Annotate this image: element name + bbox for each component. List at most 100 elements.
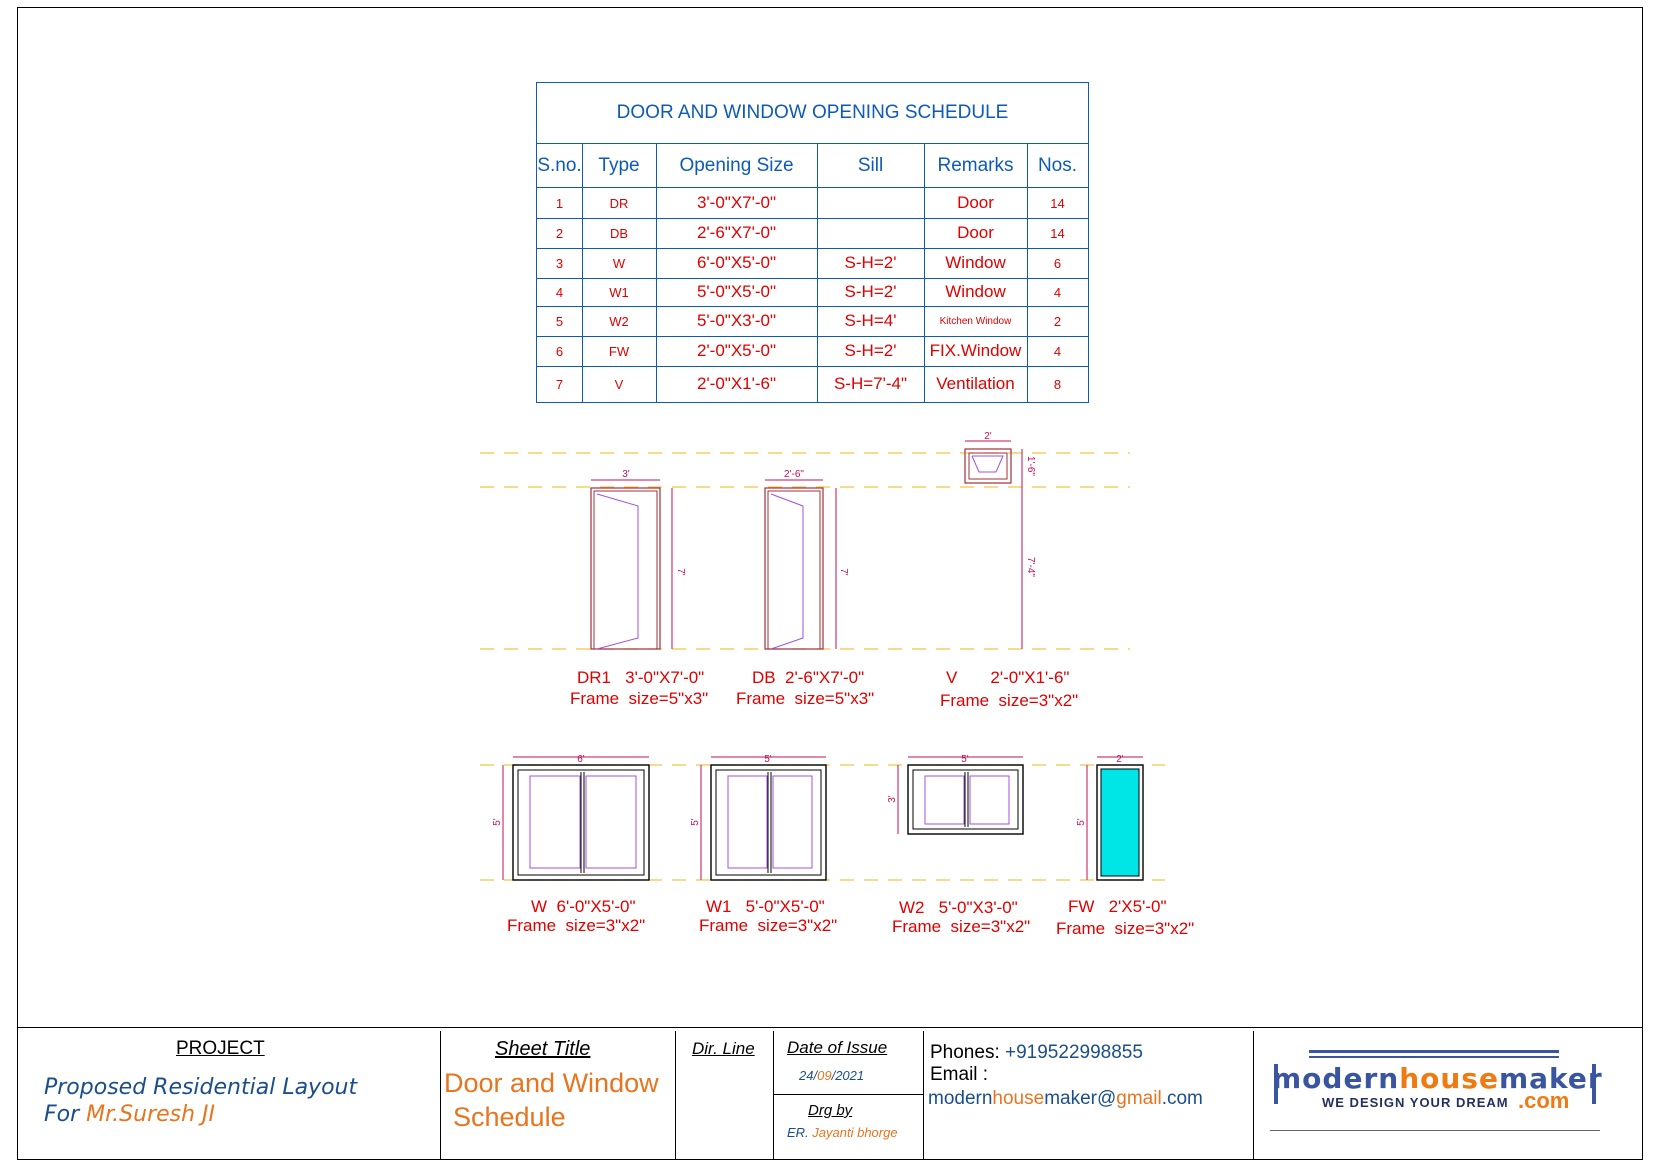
dim-w-height: 5' [492,818,503,826]
drawing-sheet-border [17,7,1643,1160]
issue-date: 24/09/2021 [799,1068,865,1083]
caption-w: W 6'-0"X5'-0" [531,897,636,916]
cell-remarks: Door [957,193,994,212]
cell-type: DB [609,225,629,241]
header-remarks: Remarks [924,144,1027,188]
dim-db-width: 2'-6" [784,469,804,480]
caption-w2-frame: Frame size=3"x2" [892,917,1031,936]
caption-w1-frame: Frame size=3"x2" [699,916,838,935]
dim-dr-height: 7' [675,568,686,576]
dim-v-width: 2' [984,431,992,442]
caption-fw: FW 2'X5'-0" [1068,897,1167,916]
phone-number: +919522998855 [1005,1042,1143,1063]
dim-w1-width: 5' [764,754,772,765]
cell-nos: 14 [1050,195,1065,211]
drawn-by: ER. Jayanti bhorge [787,1125,898,1140]
cell-remarks: Window [945,253,1006,272]
cell-sno: 7 [555,376,564,392]
logo-com: .com [1518,1088,1570,1113]
project-label: PROJECT [176,1038,265,1059]
window-w-elevation [502,756,650,881]
dim-db-height: 7' [838,568,849,576]
cell-remarks: Door [957,223,994,242]
cell-remarks: Window [945,282,1006,301]
caption-db-frame: Frame size=5"x3" [736,689,875,708]
dim-w2-width: 5' [961,754,969,765]
cell-sill: S-H=2' [844,341,897,360]
sheet-title-line-2: Schedule [453,1102,566,1132]
cell-type: W1 [609,284,629,300]
cell-nos: 8 [1053,376,1062,392]
cell-type: FW [608,343,630,359]
dim-w1-height: 5' [690,818,701,826]
cell-nos: 6 [1053,255,1062,271]
header-type: Type [582,144,656,188]
caption-w2: W2 5'-0"X3'-0" [899,898,1018,917]
cell-size: 3'-0"X7'-0" [696,193,777,212]
drawn-by-label: Drg by [808,1102,853,1119]
window-w2-elevation [897,756,1024,835]
header-sno: S.no. [537,144,582,188]
dim-v-height: 1'-6" [1025,456,1036,476]
cell-sno: 3 [555,255,564,271]
header-opening-size: Opening Size [656,144,817,188]
dim-dr-width: 3' [622,469,630,480]
fixed-window-fw-elevation [1086,756,1144,881]
caption-v: V 2'-0"X1'-6" [946,668,1070,687]
cell-sill: S-H=2' [844,282,897,301]
caption-db: DB 2'-6"X7'-0" [752,668,865,687]
company-logo: modernhousemaker WE DESIGN YOUR DREAM .c… [1272,1050,1602,1115]
header-nos: Nos. [1027,144,1088,188]
header-sill: Sill [817,144,924,188]
cell-sno: 2 [555,225,564,241]
dim-w-width: 6' [577,754,585,765]
cell-sno: 4 [555,284,564,300]
cell-size: 5'-0"X5'-0" [696,282,777,301]
dim-fw-height: 5' [1076,818,1087,826]
project-line-2: For Mr.Suresh JI [44,1102,216,1127]
cell-type: W [612,255,626,271]
cell-size: 2'-0"X1'-6" [696,374,777,393]
caption-dr-frame: Frame size=5"x3" [570,689,709,708]
cell-remarks: Ventilation [936,374,1015,393]
cell-size: 2'-0"X5'-0" [696,341,777,360]
dim-w2-height: 3' [887,795,898,803]
cell-sno: 5 [555,313,564,329]
cell-nos: 4 [1053,343,1062,359]
cell-nos: 2 [1053,313,1062,329]
dir-line-label: Dir. Line [692,1039,755,1058]
cell-size: 2'-6"X7'-0" [696,223,777,242]
project-line-1: Proposed Residential Layout [44,1075,358,1100]
caption-dr: DR1 3'-0"X7'-0" [577,668,705,687]
cell-sno: 6 [555,343,564,359]
window-w1-elevation [700,756,827,881]
door-db-elevation [764,479,837,650]
caption-fw-frame: Frame size=3"x2" [1056,919,1195,938]
dim-v-sill: 7'-4" [1025,557,1036,577]
sheet-title-label: Sheet Title [495,1038,591,1060]
cell-sill: S-H=2' [844,253,897,272]
title-block [17,1027,1643,1161]
dim-fw-width: 2' [1116,754,1124,765]
cell-nos: 4 [1053,284,1062,300]
caption-v-frame: Frame size=3"x2" [940,691,1079,710]
opening-schedule-table: DOOR AND WINDOW OPENING SCHEDULE S.no. T… [536,82,1089,403]
schedule-title: DOOR AND WINDOW OPENING SCHEDULE [537,83,1088,144]
cell-type: DR [609,195,629,211]
date-of-issue-label: Date of Issue [787,1038,888,1057]
door-dr-elevation [590,479,673,650]
ventilator-v-elevation [964,440,1023,649]
logo-tagline: WE DESIGN YOUR DREAM [1322,1095,1509,1110]
cell-type: V [614,376,624,392]
client-name: Mr.Suresh JI [86,1102,216,1127]
cell-type: W2 [609,313,629,329]
sheet-title-line-1: Door and Window [444,1068,659,1098]
cell-sill: S-H=4' [844,311,897,330]
cell-sill: S-H=7'-4" [833,374,908,393]
cell-sno: 1 [555,195,564,211]
cell-remarks: FIX.Window [929,341,1022,360]
email-address[interactable]: modernhousemaker@gmail.com [928,1088,1203,1109]
phone-line: Phones: +919522998855 [930,1042,1143,1063]
cell-size: 6'-0"X5'-0" [696,253,777,272]
cell-nos: 14 [1050,225,1065,241]
